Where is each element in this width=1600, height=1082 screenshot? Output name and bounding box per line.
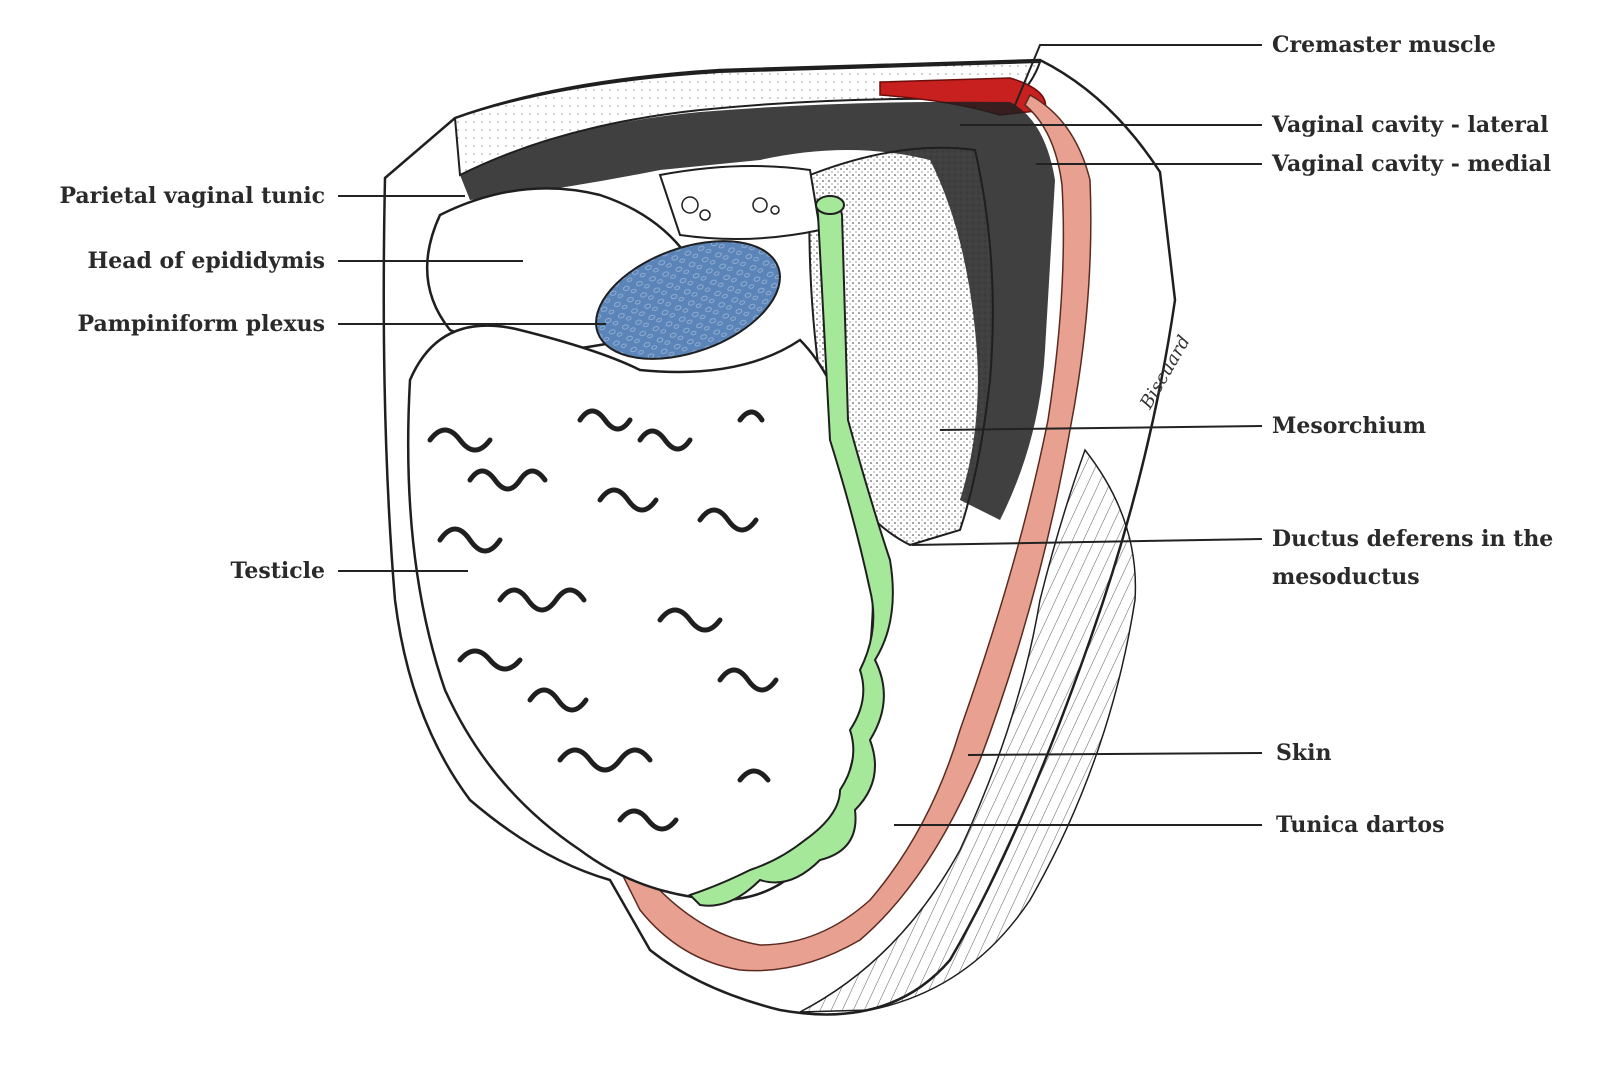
- leader-ductus-deferens: [911, 538, 1263, 546]
- label-cremaster-muscle: Cremaster muscle: [1272, 32, 1496, 58]
- label-pampiniform-plexus: Pampiniform plexus: [77, 311, 325, 337]
- leader-cremaster-muscle: [1012, 44, 1262, 111]
- label-ductus-deferens-line2: mesoductus: [1272, 564, 1420, 590]
- testicular-vessels: [427, 408, 779, 832]
- leader-lines: [338, 44, 1263, 826]
- label-head-of-epididymis: Head of epididymis: [87, 248, 325, 274]
- pampiniform-plexus-shape: [595, 240, 781, 360]
- label-tunica-dartos: Tunica dartos: [1276, 812, 1445, 838]
- vessel-lumen: [770, 205, 780, 215]
- spermatic-cord-block: [658, 165, 822, 240]
- vessel-lumen: [681, 196, 699, 214]
- ductus-deferens-cut-end: [815, 195, 845, 215]
- vessel-lumen: [699, 209, 711, 221]
- label-testicle: Testicle: [230, 558, 326, 584]
- tunica-dartos-band: [618, 93, 1092, 972]
- label-vaginal-cavity-lateral: Vaginal cavity - lateral: [1272, 112, 1549, 138]
- leader-mesorchium: [939, 425, 1263, 431]
- ductus-deferens-shape: [688, 198, 894, 907]
- label-parietal-vaginal-tunic: Parietal vaginal tunic: [59, 183, 325, 209]
- label-skin: Skin: [1276, 740, 1332, 766]
- label-mesorchium: Mesorchium: [1272, 413, 1427, 439]
- skin-hair-band: [799, 448, 1137, 1013]
- leader-skin: [967, 752, 1263, 756]
- vessel-lumen: [752, 197, 768, 213]
- label-vaginal-cavity-medial: Vaginal cavity - medial: [1272, 151, 1552, 177]
- label-ductus-deferens-line1: Ductus deferens in the: [1272, 526, 1554, 552]
- vaginal-cavity-dark: [460, 101, 1055, 520]
